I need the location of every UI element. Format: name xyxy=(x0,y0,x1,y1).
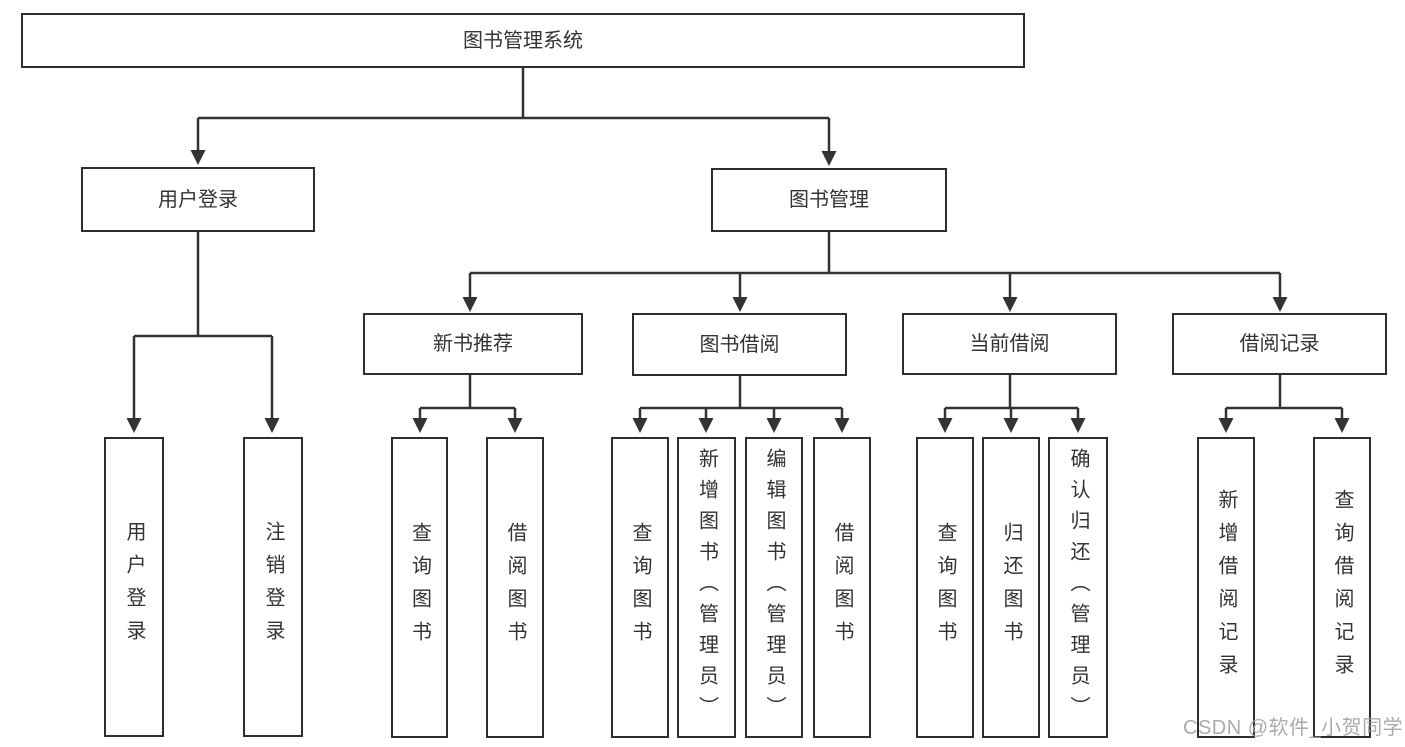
node-label: 归还图书 xyxy=(1000,521,1022,654)
node-leaf-return-book: 归还图书 xyxy=(982,437,1040,738)
node-leaf-query-book-1: 查询图书 xyxy=(391,437,448,738)
node-current-borrow: 当前借阅 xyxy=(902,313,1117,375)
node-book-mgmt: 图书管理 xyxy=(711,168,947,232)
node-label: 查询借阅记录 xyxy=(1331,488,1353,687)
node-label: 新增图书（管理员） xyxy=(695,448,718,727)
node-label: 借阅图书 xyxy=(831,521,853,654)
node-label: 新增借阅记录 xyxy=(1215,488,1237,687)
node-label: 确认归还（管理员） xyxy=(1067,448,1089,727)
node-root: 图书管理系统 xyxy=(21,13,1025,68)
node-leaf-borrow-book-1: 借阅图书 xyxy=(486,437,544,738)
node-leaf-add-record: 新增借阅记录 xyxy=(1197,437,1255,738)
node-borrow-records: 借阅记录 xyxy=(1172,313,1387,375)
node-leaf-query-book-3: 查询图书 xyxy=(916,437,974,738)
node-leaf-confirm-return: 确认归还（管理员） xyxy=(1048,437,1108,738)
node-label: 图书管理系统 xyxy=(463,29,583,52)
node-user-login: 用户登录 xyxy=(81,167,315,232)
node-label: 图书借阅 xyxy=(699,333,780,356)
node-leaf-add-book: 新增图书（管理员） xyxy=(677,437,736,738)
node-new-book-rec: 新书推荐 xyxy=(363,313,583,375)
node-label: 查询图书 xyxy=(629,521,651,654)
node-book-borrow: 图书借阅 xyxy=(632,313,847,376)
node-label: 查询图书 xyxy=(934,521,956,654)
node-leaf-query-record: 查询借阅记录 xyxy=(1313,437,1371,738)
node-label: 借阅记录 xyxy=(1239,333,1320,355)
node-label: 编辑图书（管理员） xyxy=(763,448,785,727)
node-label: 用户登录 xyxy=(123,521,145,653)
node-label: 用户登录 xyxy=(158,188,238,211)
node-leaf-edit-book: 编辑图书（管理员） xyxy=(745,437,803,738)
node-label: 当前借阅 xyxy=(969,333,1050,355)
node-label: 注销登录 xyxy=(262,521,284,653)
node-label: 借阅图书 xyxy=(504,521,526,654)
node-label: 新书推荐 xyxy=(433,333,513,355)
node-label: 图书管理 xyxy=(789,189,869,211)
node-label: 查询图书 xyxy=(408,521,431,654)
node-leaf-query-book-2: 查询图书 xyxy=(611,437,669,738)
node-leaf-logout: 注销登录 xyxy=(243,437,303,737)
node-leaf-borrow-book-2: 借阅图书 xyxy=(813,437,871,738)
watermark: CSDN @软件_小贺同学 xyxy=(1183,717,1404,739)
node-leaf-user-login: 用户登录 xyxy=(104,437,164,737)
